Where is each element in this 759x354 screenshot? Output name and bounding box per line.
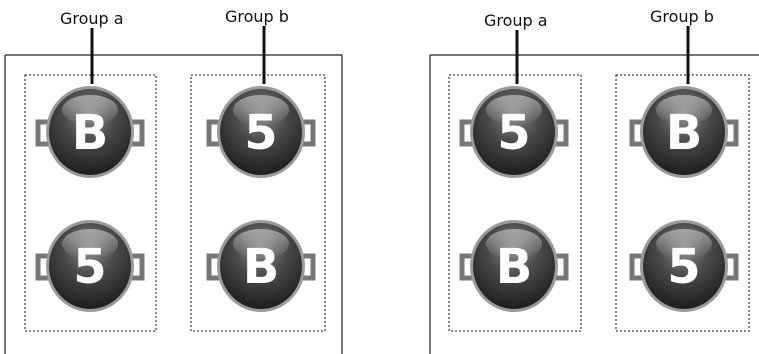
- button-label: 5: [497, 105, 530, 161]
- button-p2-a-top[interactable]: 5: [459, 86, 569, 178]
- panel-1: Group a Group b B 5 5: [4, 7, 343, 354]
- group-a-box: [448, 74, 582, 332]
- button-label: 5: [667, 239, 700, 295]
- group-b-box: [615, 74, 750, 332]
- button-label: B: [243, 239, 280, 295]
- button-label: B: [72, 105, 109, 161]
- button-p2-b-bottom[interactable]: 5: [629, 220, 739, 312]
- group-b-box: [190, 74, 326, 332]
- group-a-label: Group a: [484, 11, 548, 30]
- button-p1-b-top[interactable]: 5: [206, 86, 316, 178]
- button-p1-a-bottom[interactable]: 5: [35, 220, 145, 312]
- button-p2-b-top[interactable]: B: [629, 86, 739, 178]
- button-p2-a-bottom[interactable]: B: [459, 220, 569, 312]
- panel-2: Group a Group b 5 B B: [429, 7, 759, 354]
- group-b-label: Group b: [225, 7, 289, 26]
- button-p1-b-bottom[interactable]: B: [206, 220, 316, 312]
- group-b-label: Group b: [650, 7, 714, 26]
- button-p1-a-top[interactable]: B: [35, 86, 145, 178]
- button-label: 5: [244, 105, 277, 161]
- button-label: B: [496, 239, 533, 295]
- panel-1-frame: [5, 54, 343, 354]
- group-a-box: [24, 74, 157, 332]
- button-label: 5: [73, 239, 106, 295]
- button-label: B: [666, 105, 703, 161]
- group-a-label: Group a: [60, 9, 124, 28]
